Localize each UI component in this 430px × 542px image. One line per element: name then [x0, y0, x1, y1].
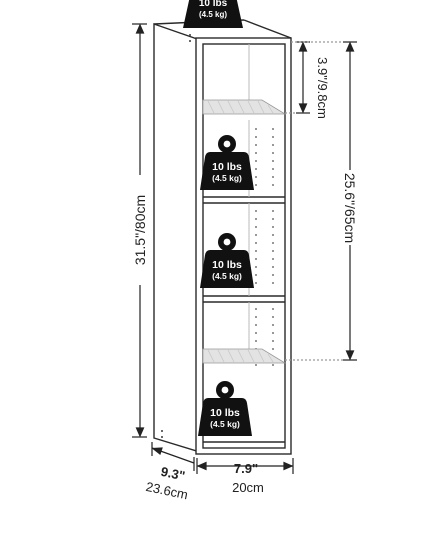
- weight-icon-shelf-4: 10 lbs (4.5 kg): [198, 381, 252, 436]
- total-height-label: 31.5"/80cm: [132, 195, 148, 265]
- side-panel: [153, 23, 201, 453]
- width-cm-label: 20cm: [232, 480, 264, 495]
- adjustable-range-label: 25.6"/65cm: [342, 173, 358, 243]
- weight-icon-top: 10 lbs (4.5 kg): [183, 0, 243, 28]
- weight-4-kg: (4.5 kg): [210, 419, 240, 429]
- adjustable-shelf-2: [202, 348, 287, 364]
- weight-icon-shelf-3: 10 lbs (4.5 kg): [200, 233, 254, 288]
- weight-3-kg: (4.5 kg): [212, 271, 242, 281]
- width-inch-label: 7.9": [234, 461, 258, 476]
- width-dimension-line: [196, 458, 294, 474]
- depth-inch-label: 9.3": [160, 464, 187, 484]
- top-gap-dimension-line: [285, 41, 310, 114]
- weight-4-lbs: 10 lbs: [210, 407, 240, 419]
- total-height-dimension-line: [132, 23, 147, 438]
- weight-2-kg: (4.5 kg): [212, 173, 242, 183]
- weight-3-lbs: 10 lbs: [212, 259, 242, 271]
- weight-top-lbs: 10 lbs: [199, 0, 228, 9]
- adjustable-shelf-1: [202, 99, 287, 115]
- adjustable-range-dimension-line: [285, 41, 357, 361]
- weight-2-lbs: 10 lbs: [212, 161, 242, 173]
- weight-top-kg: (4.5 kg): [199, 10, 227, 19]
- front-frame-inner: [202, 43, 286, 449]
- top-gap-label: 3.9"/9.8cm: [315, 57, 330, 119]
- depth-dimension-line: [151, 442, 195, 471]
- weight-icon-shelf-2: 10 lbs (4.5 kg): [200, 135, 254, 190]
